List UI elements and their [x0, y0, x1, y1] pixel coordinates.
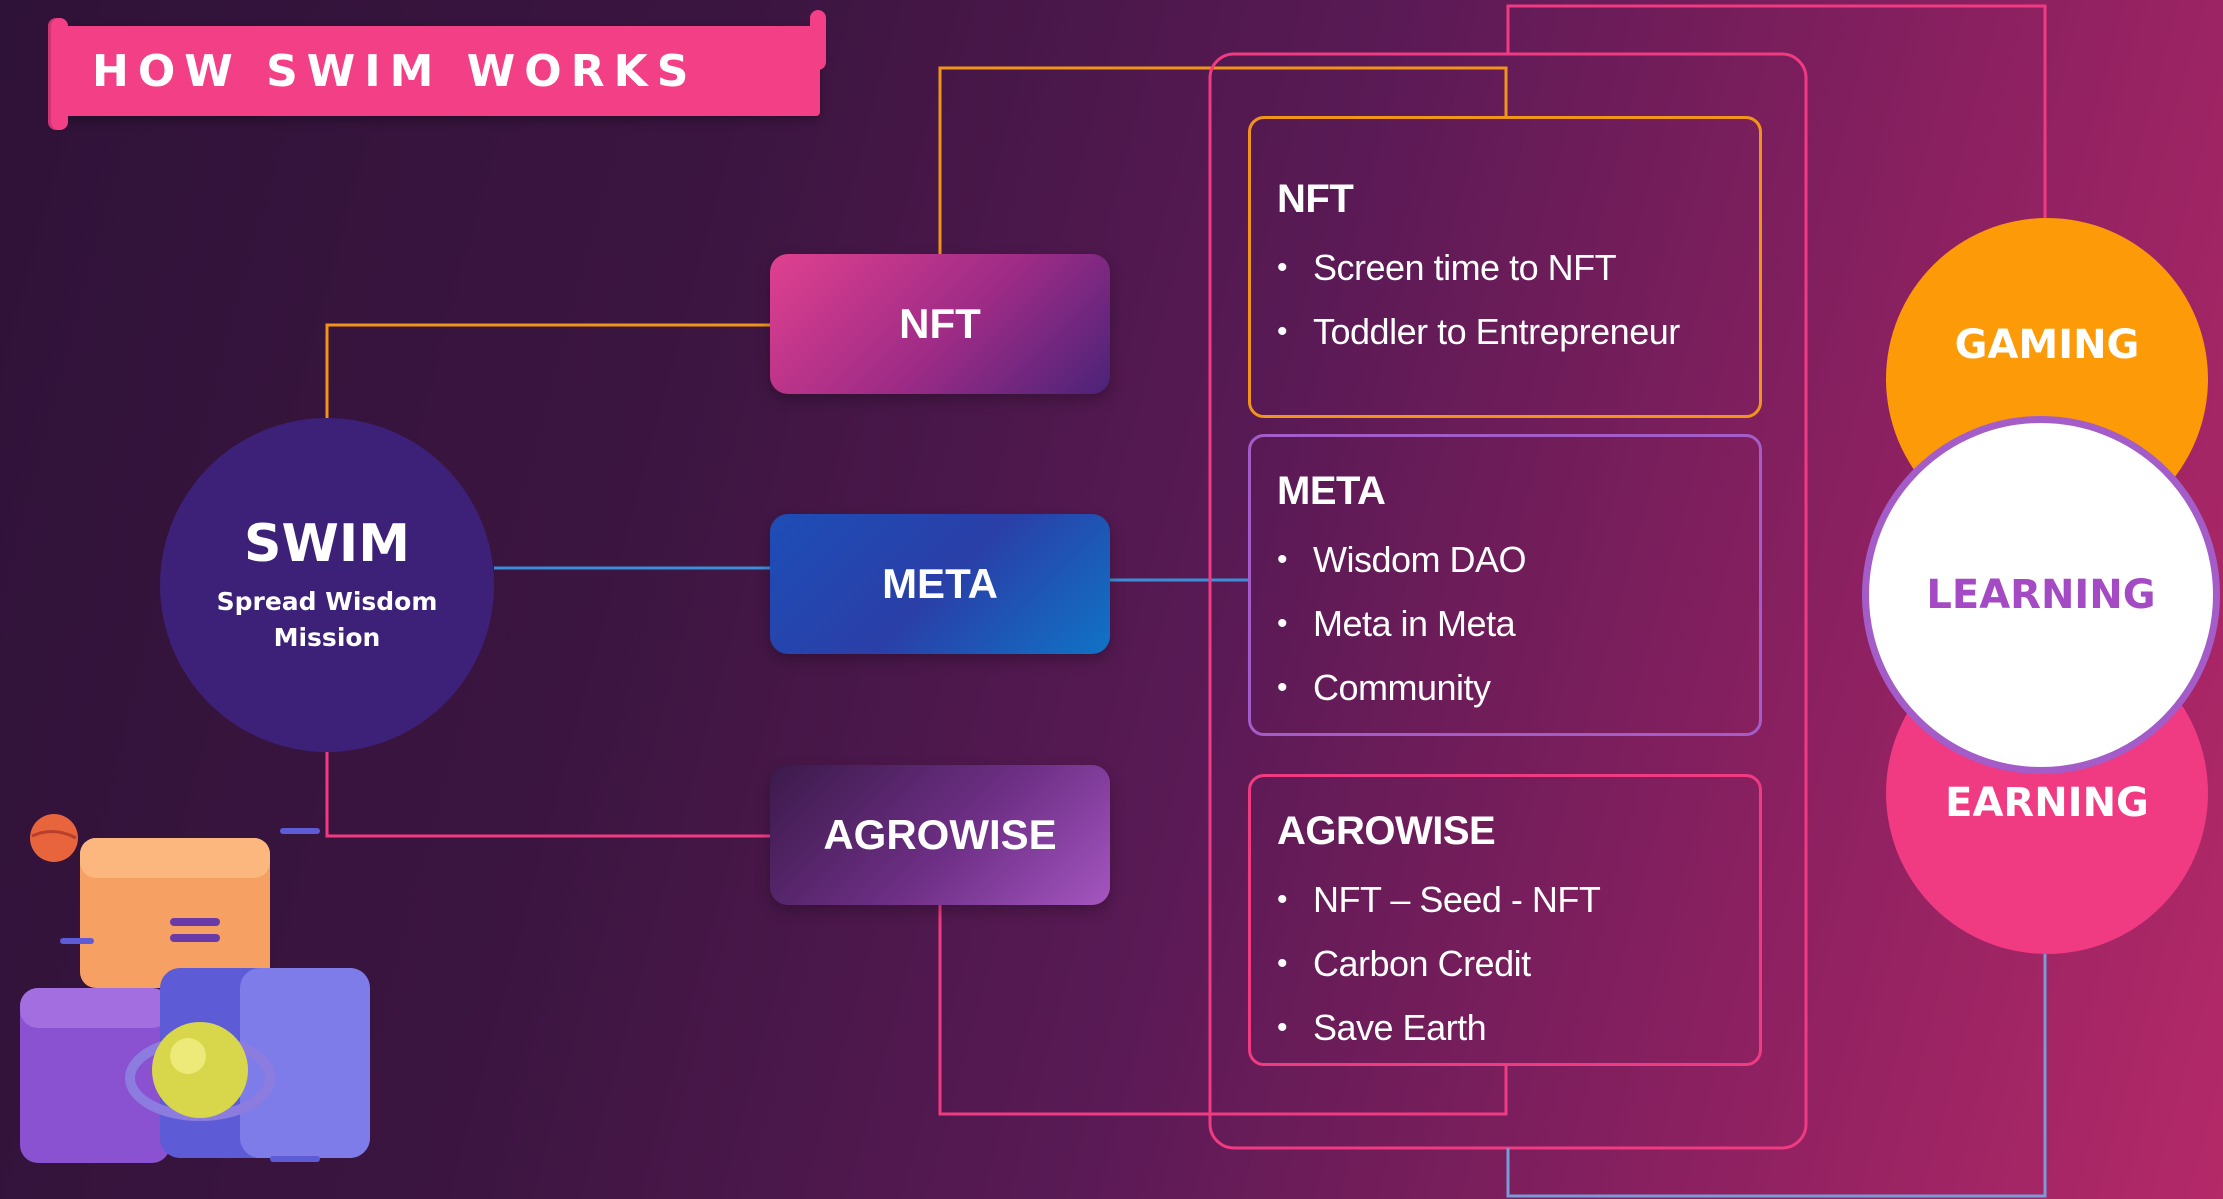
panel-agrowise: AGROWISE NFT – Seed - NFT Carbon Credit … — [1248, 774, 1762, 1066]
title-banner: HOW SWIM WORKS — [48, 10, 826, 130]
panel-title: META — [1277, 469, 1386, 513]
swim-agro-connector — [325, 752, 770, 838]
panel-title: NFT — [1277, 177, 1354, 221]
category-nft: NFT — [770, 254, 1110, 394]
panel-nft: NFT Screen time to NFT Toddler to Entrep… — [1248, 116, 1762, 418]
category-agrowise: AGROWISE — [770, 765, 1110, 905]
swim-title: SWIM — [244, 514, 410, 574]
list-item: Meta in Meta — [1277, 592, 1759, 656]
swim-circle: SWIM Spread Wisdom Mission — [160, 418, 494, 752]
page-title: HOW SWIM WORKS — [92, 46, 698, 97]
panel-list: NFT – Seed - NFT Carbon Credit Save Eart… — [1277, 868, 1759, 1060]
panel-meta: META Wisdom DAO Meta in Meta Community — [1248, 434, 1762, 736]
list-item: Save Earth — [1277, 996, 1759, 1060]
list-item: Wisdom DAO — [1277, 528, 1759, 592]
list-item: Community — [1277, 656, 1759, 720]
list-item: NFT – Seed - NFT — [1277, 868, 1759, 932]
list-item: Toddler to Entrepreneur — [1277, 300, 1759, 364]
panel-list: Wisdom DAO Meta in Meta Community — [1277, 528, 1759, 720]
swim-nft-connector — [325, 323, 770, 418]
learning-circle: LEARNING — [1862, 416, 2220, 774]
panel-list: Screen time to NFT Toddler to Entreprene… — [1277, 236, 1759, 364]
list-item: Screen time to NFT — [1277, 236, 1759, 300]
panel-title: AGROWISE — [1277, 809, 1496, 853]
swim-subtitle: Spread Wisdom Mission — [216, 587, 438, 652]
list-item: Carbon Credit — [1277, 932, 1759, 996]
toy-blocks-illustration — [20, 814, 370, 1163]
category-meta: META — [770, 514, 1110, 654]
